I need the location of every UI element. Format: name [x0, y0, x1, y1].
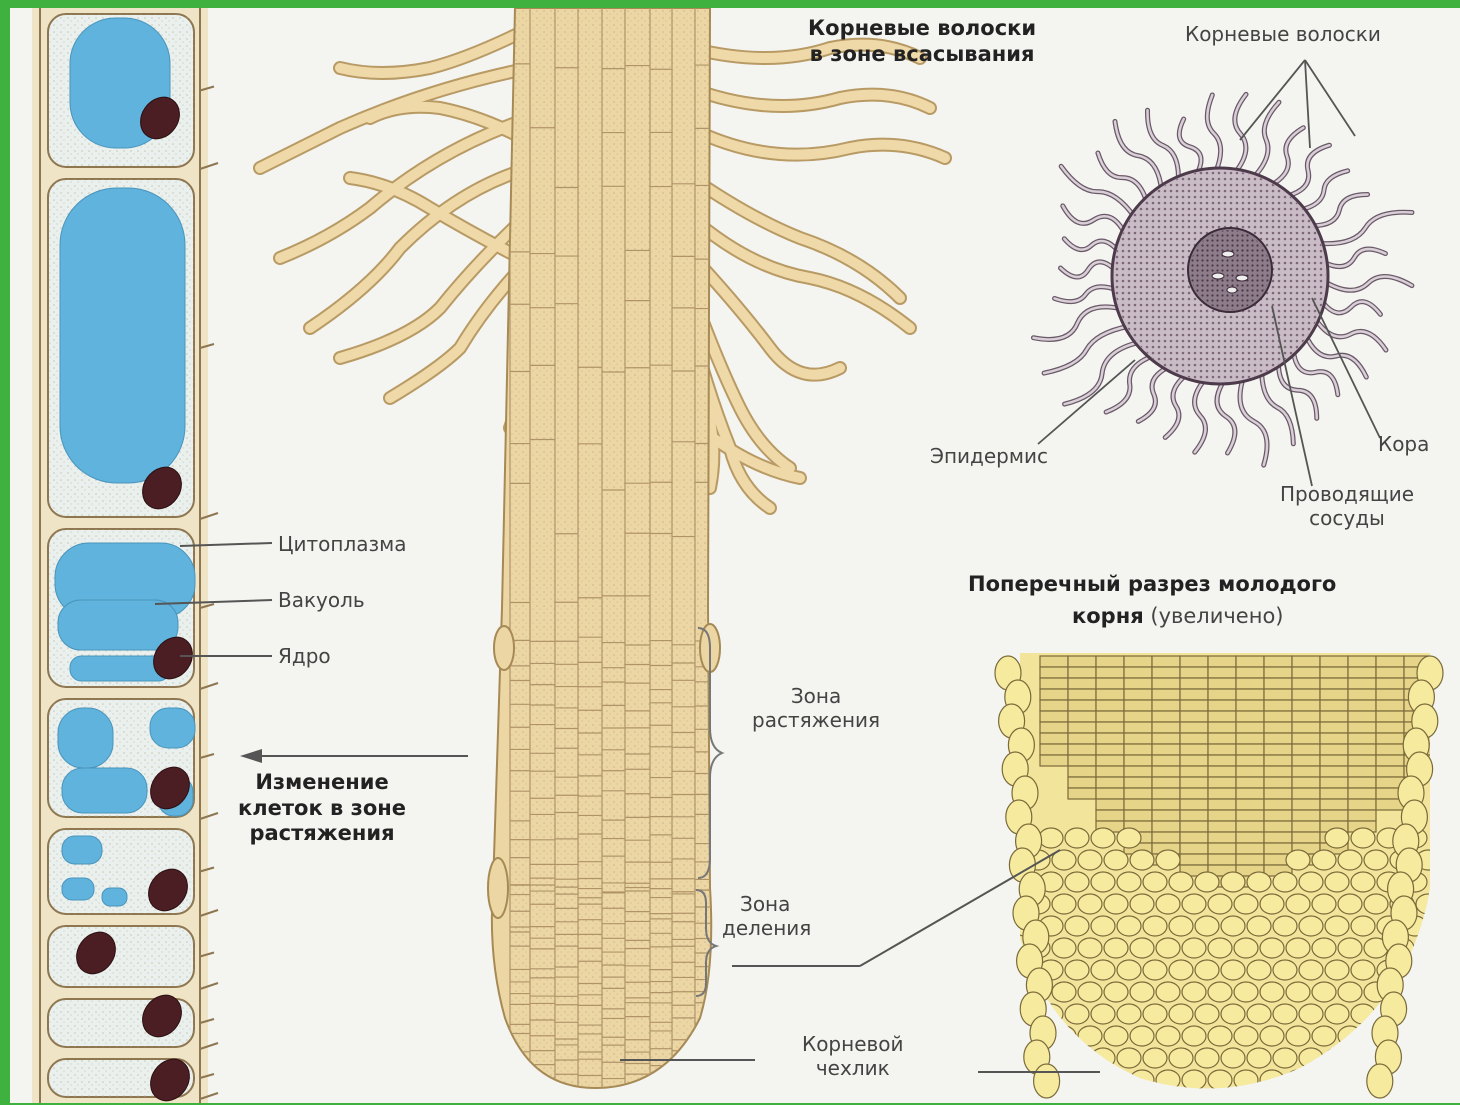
vacuole [58, 600, 178, 650]
label-root-cap-line1: Корневой [802, 1032, 904, 1056]
vacuole [62, 878, 94, 900]
label-cross-section: Поперечный разрез молодого [968, 572, 1336, 598]
label-change-cells-line1: Изменение [238, 770, 406, 796]
vacuole [102, 888, 127, 906]
label-cytoplasm: Цитоплазма [278, 532, 407, 556]
label-cross-section-line2: корня (увеличено) [1072, 604, 1283, 630]
vacuole [62, 836, 102, 864]
label-hairs-top-right: Корневые волоски [1185, 22, 1381, 46]
label-zone-elongation: Зона растяжения [752, 684, 880, 733]
label-hairs-absorption: Корневые волоски в зоне всасывания [808, 16, 1036, 67]
label-change-cells: Изменение клеток в зоне растяжения [238, 770, 406, 847]
label-hairs-absorption-line1: Корневые волоски [808, 16, 1036, 42]
label-root-cap-line2: чехлик [802, 1056, 904, 1080]
label-vessels-line2: сосуды [1280, 506, 1414, 530]
label-vessels: Проводящие сосуды [1280, 482, 1414, 531]
cap-cell [1034, 1064, 1060, 1098]
root-structure-figure: Корневые волоски в зоне всасывания Корне… [10, 8, 1460, 1103]
label-change-cells-line2: клеток в зоне [238, 796, 406, 822]
label-zone-division-line1: Зона [722, 892, 811, 916]
cap-cell [1367, 1064, 1393, 1098]
label-epidermis: Эпидермис [930, 444, 1048, 468]
label-zone-division-line2: деления [722, 916, 811, 940]
cell-column [32, 8, 218, 1103]
label-zone-elongation-line2: растяжения [752, 708, 880, 732]
label-vessels-line1: Проводящие [1280, 482, 1414, 506]
label-nucleus: Ядро [278, 644, 331, 668]
vacuole [58, 708, 113, 768]
label-cross-section-note: (увеличено) [1144, 604, 1284, 628]
label-vacuole: Вакуоль [278, 588, 365, 612]
label-change-cells-line3: растяжения [238, 821, 406, 847]
label-hairs-absorption-line2: в зоне всасывания [808, 42, 1036, 68]
vacuole [60, 188, 185, 483]
label-cross-section-root: корня [1072, 604, 1144, 628]
label-zone-division: Зона деления [722, 892, 811, 941]
vacuole [62, 768, 147, 813]
label-zone-elongation-line1: Зона [752, 684, 880, 708]
label-cortex: Кора [1378, 432, 1429, 456]
cross-section [1033, 60, 1412, 486]
label-root-cap: Корневой чехлик [802, 1032, 904, 1081]
vacuole [150, 708, 195, 748]
change-arrow [240, 749, 468, 763]
